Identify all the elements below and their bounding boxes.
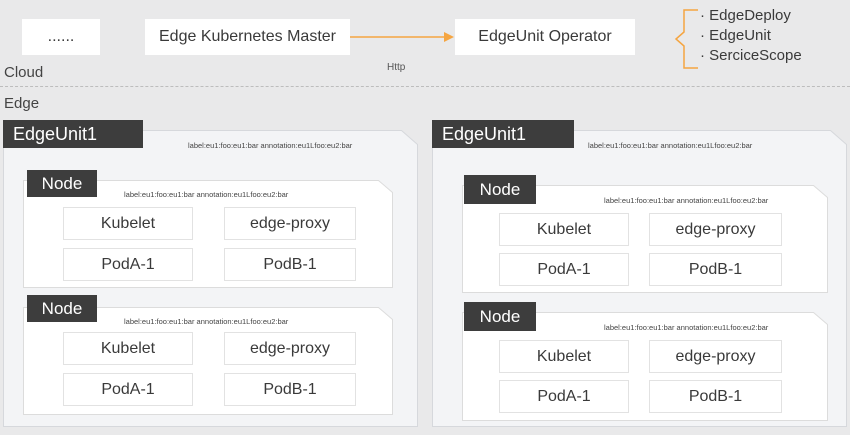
node-panel: Node label:eu1:foo:eu1:bar annotation:eu… — [23, 295, 393, 415]
crd-item-edgedeploy: · EdgeDeploy — [700, 7, 791, 24]
node-panel: Node label:eu1:foo:eu1:bar annotation:eu… — [462, 302, 828, 421]
edge-proxy-box: edge-proxy — [649, 213, 782, 246]
pod-b-box: PodB-1 — [224, 248, 356, 281]
crd-item-sercicescope: · SerciceScope — [700, 47, 802, 64]
edge-proxy-box: edge-proxy — [224, 332, 356, 365]
crd-bracket-icon — [674, 9, 698, 69]
edge-zone-label: Edge — [4, 95, 40, 112]
cloud-zone-label: Cloud — [4, 64, 44, 81]
edge-unit-title: EdgeUnit1 — [3, 120, 143, 148]
pod-a-box: PodA-1 — [499, 380, 629, 413]
node-title: Node — [464, 175, 536, 204]
cloud-placeholder-box: ...... — [22, 19, 100, 55]
node-title: Node — [27, 170, 97, 197]
edge-unit-title: EdgeUnit1 — [432, 120, 574, 148]
pod-b-box: PodB-1 — [649, 253, 782, 286]
pod-b-box: PodB-1 — [649, 380, 782, 413]
cloud-edge-divider — [0, 86, 850, 87]
node-panel: Node label:eu1:foo:eu1:bar annotation:eu… — [23, 170, 393, 288]
http-label: Http — [387, 62, 406, 73]
kubelet-box: Kubelet — [499, 213, 629, 246]
edge-proxy-box: edge-proxy — [224, 207, 356, 240]
kubelet-box: Kubelet — [63, 332, 193, 365]
node-meta: label:eu1:foo:eu1:bar annotation:eu1Lfoo… — [124, 190, 289, 199]
pod-b-box: PodB-1 — [224, 373, 356, 406]
node-panel: Node label:eu1:foo:eu1:bar annotation:eu… — [462, 175, 828, 293]
pod-a-box: PodA-1 — [499, 253, 629, 286]
node-meta: label:eu1:foo:eu1:bar annotation:eu1Lfoo… — [604, 196, 769, 205]
edge-unit-panel: EdgeUnit1 label:eu1:foo:eu1:bar annotati… — [3, 120, 418, 427]
edge-unit-meta: label:eu1:foo:eu1:bar annotation:eu1Lfoo… — [188, 141, 353, 150]
edge-proxy-box: edge-proxy — [649, 340, 782, 373]
crd-item-edgeunit: · EdgeUnit — [700, 27, 771, 44]
edge-kubernetes-master-box: Edge Kubernetes Master — [145, 19, 350, 55]
edge-unit-meta: label:eu1:foo:eu1:bar annotation:eu1Lfoo… — [588, 141, 753, 150]
node-meta: label:eu1:foo:eu1:bar annotation:eu1Lfoo… — [604, 323, 769, 332]
node-title: Node — [27, 295, 97, 322]
pod-a-box: PodA-1 — [63, 373, 193, 406]
kubelet-box: Kubelet — [63, 207, 193, 240]
edge-unit-panel: EdgeUnit1 label:eu1:foo:eu1:bar annotati… — [432, 120, 847, 427]
http-arrow — [350, 32, 454, 42]
edgeunit-operator-box: EdgeUnit Operator — [455, 19, 635, 55]
node-meta: label:eu1:foo:eu1:bar annotation:eu1Lfoo… — [124, 317, 289, 326]
node-title: Node — [464, 302, 536, 331]
kubelet-box: Kubelet — [499, 340, 629, 373]
pod-a-box: PodA-1 — [63, 248, 193, 281]
